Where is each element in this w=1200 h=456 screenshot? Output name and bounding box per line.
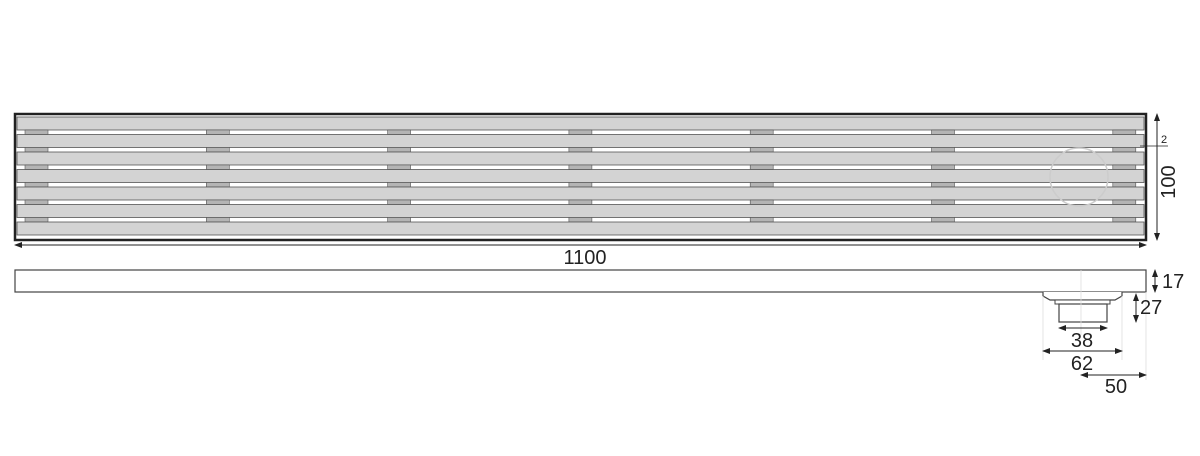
drain-outlet-circle xyxy=(1049,147,1109,207)
grate-spacer xyxy=(749,217,774,223)
grate-bar xyxy=(16,151,1145,166)
gap-label: 2 xyxy=(1161,134,1167,146)
grate-spacer xyxy=(387,164,411,170)
grate-spacer xyxy=(1112,129,1137,135)
grate-spacer xyxy=(931,182,955,188)
grate-spacer xyxy=(568,129,593,135)
flange-diameter-label: 62 xyxy=(1071,353,1093,375)
grate-spacer xyxy=(568,199,593,205)
grate-spacer xyxy=(1112,217,1137,223)
grate-spacer xyxy=(568,217,593,223)
length-label: 1100 xyxy=(563,247,606,269)
grate-spacer xyxy=(568,164,593,170)
grate-spacer xyxy=(206,199,230,205)
grate-spacer xyxy=(24,217,49,223)
grate-spacer xyxy=(206,147,230,153)
grate-spacer xyxy=(568,147,593,153)
channel-side-view xyxy=(14,269,1147,380)
grate-bar xyxy=(16,169,1145,183)
grate-spacer xyxy=(931,164,955,170)
grate-bar xyxy=(16,186,1145,201)
grate-spacer xyxy=(206,217,230,223)
grate-spacer xyxy=(1112,147,1137,153)
grate-spacer xyxy=(1112,182,1137,188)
outlet-collar xyxy=(1054,299,1111,305)
grate-spacer xyxy=(1112,164,1137,170)
grate-spacer xyxy=(24,182,49,188)
grate-spacer xyxy=(749,147,774,153)
grate-spacer xyxy=(24,147,49,153)
grate-spacer xyxy=(206,164,230,170)
grate-spacer xyxy=(568,182,593,188)
grate-spacer xyxy=(387,182,411,188)
grate-spacer xyxy=(931,147,955,153)
grate-bar xyxy=(16,134,1145,148)
grate-spacer xyxy=(206,182,230,188)
grate-bar xyxy=(16,221,1145,236)
grate-spacer xyxy=(387,199,411,205)
grate-spacer xyxy=(749,199,774,205)
grate-spacer xyxy=(24,164,49,170)
outlet-height-label: 27 xyxy=(1140,297,1162,319)
grate-spacer xyxy=(206,129,230,135)
outlet-flange xyxy=(1042,292,1123,301)
grate-spacer xyxy=(387,129,411,135)
grate-spacer xyxy=(24,199,49,205)
grate-spacer xyxy=(931,217,955,223)
grate-spacer xyxy=(749,129,774,135)
grate-spacer xyxy=(387,217,411,223)
grate-spacer xyxy=(931,199,955,205)
outlet-diameter-label: 38 xyxy=(1071,330,1093,352)
grate-spacer xyxy=(931,129,955,135)
grate-spacer xyxy=(387,147,411,153)
grate-spacer xyxy=(749,164,774,170)
grate-bar xyxy=(16,116,1145,131)
outlet-pipe xyxy=(1058,303,1108,323)
grate-spacer xyxy=(24,129,49,135)
height-label: 17 xyxy=(1162,271,1184,293)
width-label: 100 xyxy=(1158,165,1180,198)
outlet-offset-label: 50 xyxy=(1105,376,1127,398)
grate-bar xyxy=(16,204,1145,218)
grate-top-view xyxy=(13,112,1148,242)
grate-spacer xyxy=(749,182,774,188)
grate-spacer xyxy=(1112,199,1137,205)
